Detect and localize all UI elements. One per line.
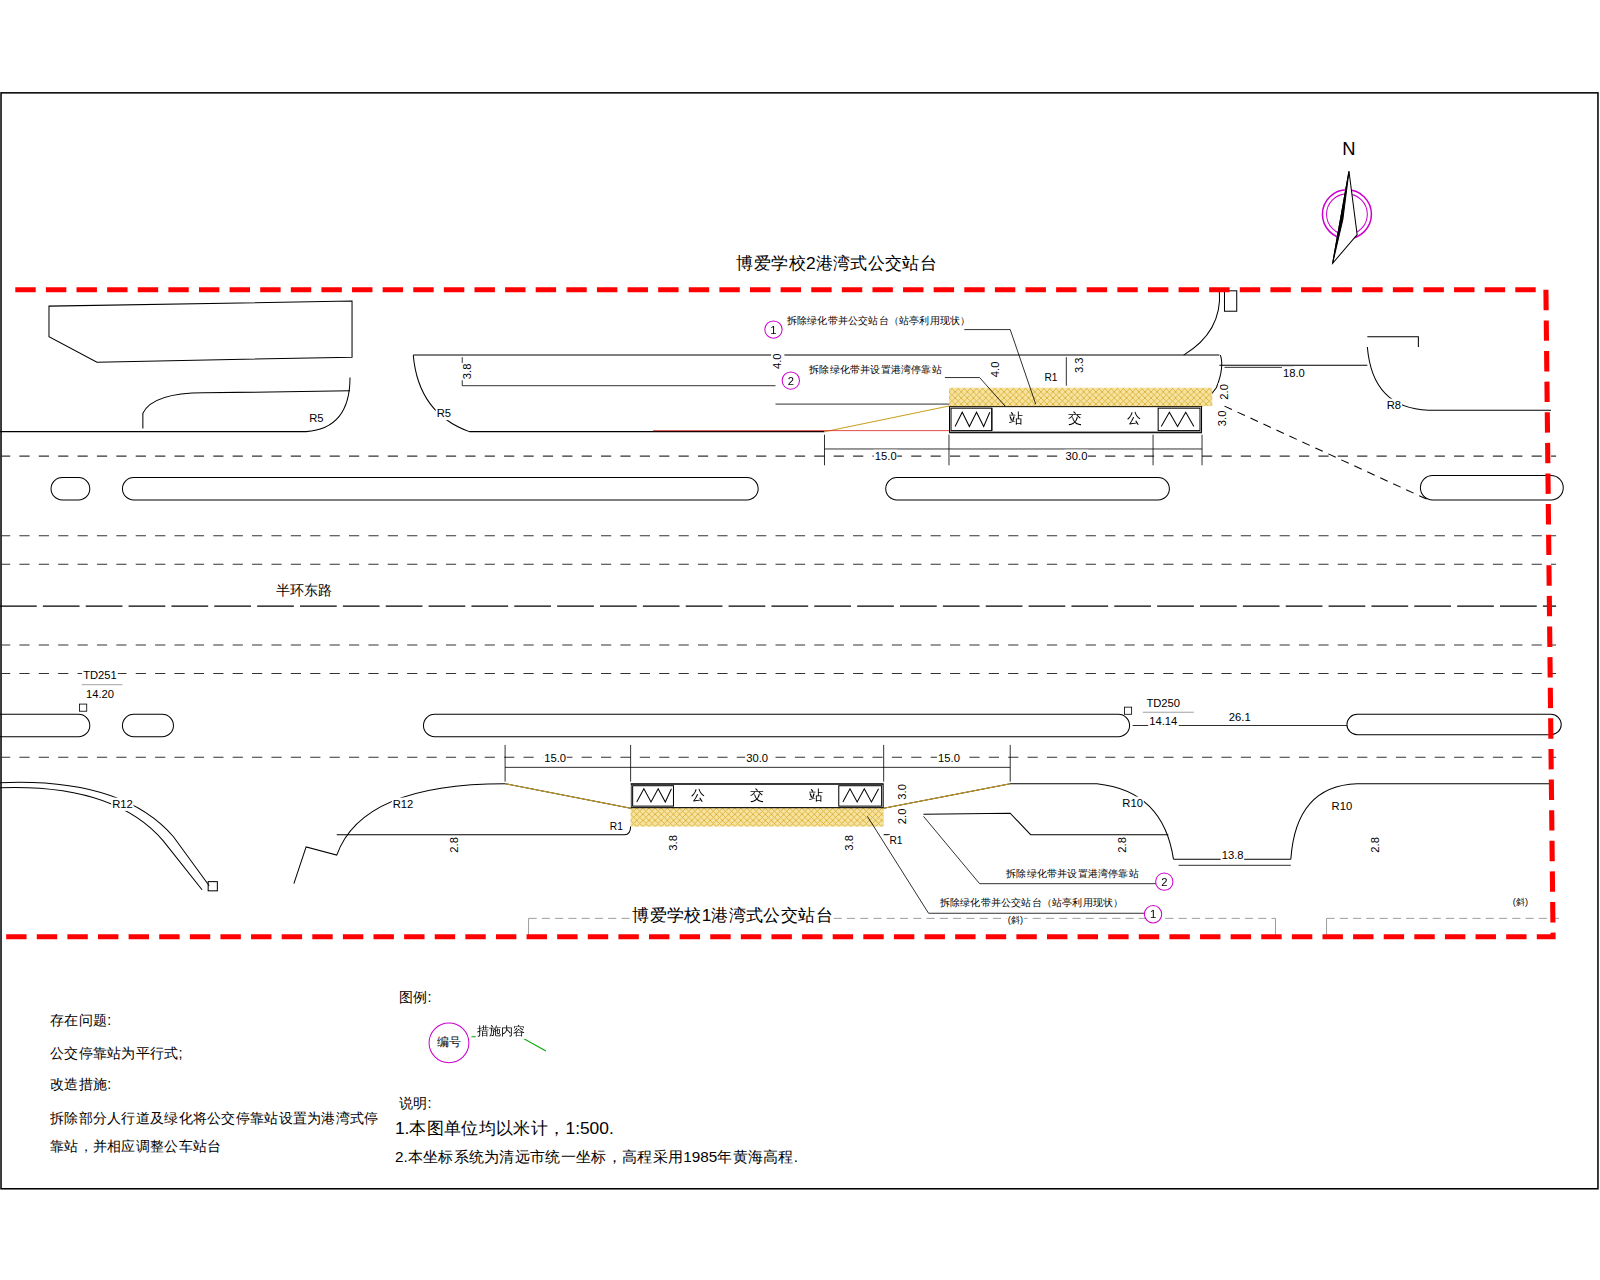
note-mark: (斜): [1007, 915, 1024, 926]
legend-heading: 图例:: [398, 989, 433, 1005]
dimension-label: 30.0: [1065, 450, 1089, 463]
legend-symbol: 编号: [429, 1022, 470, 1063]
note-heading: 改造措施:: [49, 1075, 112, 1091]
note-heading: 存在问题:: [49, 1012, 112, 1028]
radius-label: R1: [1043, 372, 1058, 384]
radius-label: R12: [111, 798, 134, 811]
callout-text: 拆除绿化带并公交站台（站亭利用现状）: [939, 897, 1125, 909]
bus-platform: 站 交 公: [949, 406, 1202, 433]
platform-label: 公 交 站: [691, 788, 823, 804]
platform-label: 站 交 公: [1009, 412, 1141, 428]
radius-label: R1: [888, 835, 903, 847]
callout-number: 2: [1155, 872, 1173, 890]
dimension-label: 2.0: [1218, 383, 1231, 401]
dimension-label: 4.0: [771, 352, 784, 370]
radius-label: R12: [392, 798, 415, 811]
sheet-frame: [1, 93, 1598, 1189]
dimension-label: 2.8: [1116, 836, 1129, 854]
note-text: 拆除部分人行道及绿化将公交停靠站设置为港湾式停靠站，并相应调整公车站台: [49, 1105, 388, 1159]
legend-text: 措施内容: [476, 1025, 527, 1039]
dimension-label: 26.1: [1228, 711, 1252, 724]
dimension-label: 4.0: [988, 361, 1001, 379]
dimension-label: 15.0: [937, 752, 961, 765]
note-mark: (斜): [1512, 897, 1529, 908]
elevation-label: 14.14: [1148, 715, 1178, 728]
callout-number: 2: [1161, 875, 1167, 887]
dimension-label: 13.8: [1221, 849, 1245, 862]
dimension-label: 3.8: [461, 363, 474, 381]
dimension-label: 2.8: [1369, 836, 1382, 854]
callout-number: 1: [770, 323, 776, 335]
dimension-label: 18.0: [1282, 367, 1306, 380]
dimension-label: 15.0: [874, 450, 898, 463]
dimension-label: 2.0: [896, 808, 909, 826]
dimension-label: 30.0: [745, 752, 769, 765]
note-heading: 说明:: [398, 1095, 433, 1111]
north-mark: N: [1341, 138, 1356, 159]
note-text: 公交停靠站为平行式;: [49, 1045, 184, 1061]
callout-number: 2: [782, 371, 800, 389]
dimension-label: 3.8: [667, 834, 680, 852]
note-text: 2.本坐标系统为清远市统一坐标，高程采用1985年黄海高程.: [394, 1147, 799, 1165]
callout-text: 拆除绿化带并公交站台（站亭利用现状）: [786, 315, 972, 327]
callout-number: 1: [1150, 908, 1156, 920]
radius-label: R1: [609, 821, 624, 833]
dimension-label: 3.3: [1073, 356, 1086, 374]
radius-label: R10: [1121, 797, 1144, 810]
dimension-label: 3.8: [843, 834, 856, 852]
radius-label: R10: [1331, 800, 1354, 813]
callout-number: 1: [1144, 905, 1162, 923]
elevation-label: 14.20: [85, 687, 115, 700]
callout-number: 1: [764, 320, 782, 338]
drawing-title: 博爱学校2港湾式公交站台: [735, 253, 938, 273]
bus-platform: 公 交 站: [631, 784, 884, 808]
dimension-label: 2.8: [448, 836, 461, 854]
road-name: 半环东路: [274, 582, 333, 598]
callout-text: 拆除绿化带并设置港湾停靠站: [808, 364, 943, 376]
callout-text: 拆除绿化带并设置港湾停靠站: [1005, 868, 1140, 880]
callout-number: 2: [788, 374, 794, 386]
radius-label: R8: [1386, 399, 1402, 412]
note-text: 1.本图单位均以米计，1:500.: [394, 1119, 615, 1139]
drawing-title: 博爱学校1港湾式公交站台: [631, 905, 834, 925]
radius-label: R5: [436, 407, 452, 420]
dimension-label: 3.0: [896, 783, 909, 801]
callout-number: 编号: [437, 1036, 461, 1049]
control-point: TD251: [82, 669, 118, 682]
control-point: TD250: [1145, 697, 1181, 710]
dimension-label: 3.0: [1216, 410, 1229, 428]
radius-label: R5: [308, 412, 324, 425]
dimension-label: 15.0: [543, 752, 567, 765]
